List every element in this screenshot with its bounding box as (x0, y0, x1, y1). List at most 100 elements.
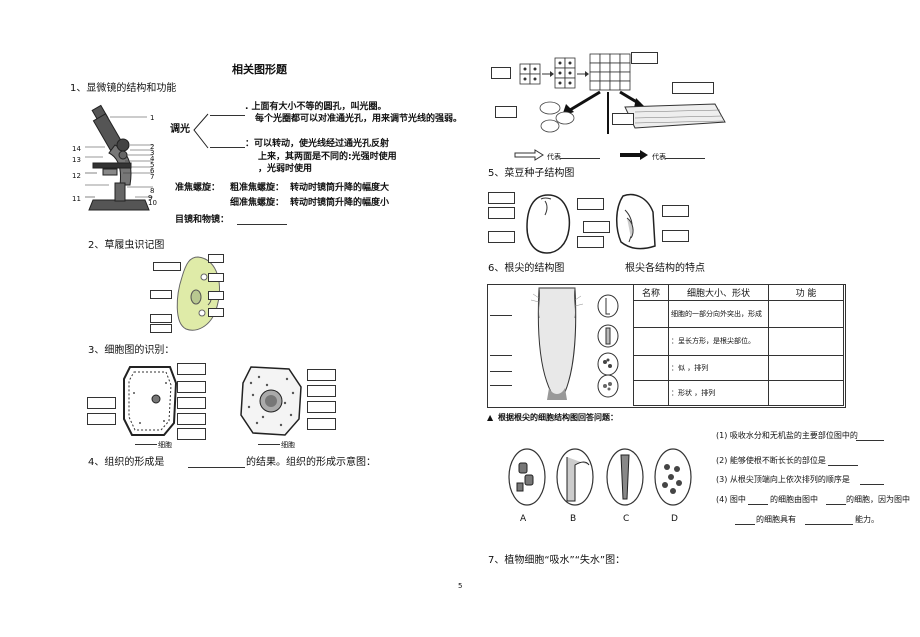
blank-q4-2[interactable] (826, 504, 846, 505)
question-4c: 的细胞，因为图中 (846, 495, 910, 504)
microscope-num-7: 7 (150, 173, 155, 181)
label-box[interactable] (631, 52, 658, 64)
label-box[interactable] (177, 381, 206, 393)
label-box[interactable] (208, 291, 224, 300)
microscope-num-14: 14 (72, 145, 81, 153)
label-box[interactable] (177, 428, 206, 440)
blank-2[interactable] (210, 147, 245, 148)
label-box[interactable] (208, 273, 224, 282)
label-box[interactable] (583, 221, 610, 233)
table-cell[interactable] (768, 300, 844, 329)
cu-label: 粗准焦螺旋： (230, 183, 285, 193)
legend-arrow-hollow (514, 149, 544, 161)
label-box[interactable] (87, 413, 116, 425)
cell-letter-d: D (671, 514, 678, 524)
section7-heading: 7、植物细胞“吸水”“失水”图： (488, 555, 626, 566)
label-box[interactable] (177, 413, 206, 425)
label-box[interactable] (307, 369, 336, 381)
label-box[interactable] (150, 314, 172, 323)
blank-legend-2[interactable] (665, 158, 705, 159)
question-4a: (4) 图中 (716, 495, 746, 504)
cell-letter-a: A (520, 514, 527, 524)
label-box[interactable] (662, 205, 689, 217)
question-3: (3) 从根尖顶端向上依次排列的顺序是 (716, 475, 850, 484)
s1-line2: 每个光圈都可以对准通光孔，用来调节光线的强弱。 (255, 114, 463, 124)
legend-arrow-solid (620, 150, 648, 160)
blank-root-2[interactable] (490, 355, 512, 356)
label-box[interactable] (153, 262, 181, 271)
s1-line3: ：可以转动，使光线经过通光孔反射 (245, 139, 390, 149)
label-box[interactable] (672, 82, 714, 94)
cu-text: 转动时镜筒升降的幅度大 (290, 183, 390, 193)
blank-q4-4[interactable] (805, 524, 853, 525)
blank-lens[interactable] (237, 224, 287, 225)
blank-q4-1[interactable] (748, 504, 768, 505)
label-box[interactable] (87, 397, 116, 409)
blank-tissue[interactable] (188, 467, 245, 468)
table-cell: ：形状 ，排列 (668, 379, 769, 407)
table-cell[interactable] (633, 327, 669, 356)
col-header-name: 名称 (633, 283, 669, 302)
table-cell[interactable] (768, 354, 844, 381)
blank-q3[interactable] (860, 484, 884, 485)
microscope-num-11: 11 (72, 195, 81, 203)
cell-caption-2: 细胞 (281, 441, 295, 449)
microscope-num-5: 5 (150, 161, 155, 169)
section3-heading: 3、细胞图的识别： (88, 345, 175, 356)
blank-root-3[interactable] (490, 371, 512, 372)
table-cell[interactable] (633, 300, 669, 329)
tiaoguang-label: 调光 (170, 124, 190, 135)
label-box[interactable] (307, 418, 336, 430)
table-cell[interactable] (768, 327, 844, 356)
label-box[interactable] (495, 106, 517, 118)
microscope-num-12: 12 (72, 172, 81, 180)
blank-root-4[interactable] (490, 385, 512, 386)
section6-subheading: 根尖各结构的特点 (625, 263, 705, 274)
label-box[interactable] (177, 397, 206, 409)
label-box[interactable] (208, 254, 224, 263)
label-box[interactable] (177, 363, 206, 375)
label-box[interactable] (488, 231, 515, 243)
question-4b: 的细胞由图中 (770, 495, 818, 504)
blank-q4-3[interactable] (735, 524, 755, 525)
label-box[interactable] (488, 207, 515, 219)
label-box[interactable] (307, 385, 336, 397)
label-box[interactable] (491, 67, 511, 79)
microscope-diagram (85, 104, 153, 211)
blank-cell-2[interactable] (258, 444, 280, 445)
blank-legend-1[interactable] (560, 158, 600, 159)
label-box[interactable] (662, 230, 689, 242)
table-cell: ：似 ，排列 (668, 354, 769, 381)
animal-cell-diagram (240, 366, 302, 436)
blank-q2[interactable] (828, 465, 858, 466)
label-box[interactable] (150, 290, 172, 299)
lens-label: 目镜和物镜： (175, 215, 230, 225)
question-4d: 的细胞具有 (756, 515, 796, 524)
label-box[interactable] (208, 308, 224, 317)
table-cell: ：呈长方形，是根尖部位。 (668, 327, 769, 356)
label-box[interactable] (577, 236, 604, 248)
label-box[interactable] (488, 192, 515, 204)
label-box[interactable] (307, 401, 336, 413)
label-box[interactable] (612, 113, 634, 125)
q-intro: 根据根尖的细胞结构图回答问题： (498, 413, 618, 422)
table-cell[interactable] (633, 354, 669, 381)
blank-q1[interactable] (856, 440, 884, 441)
zhun-label: 准焦螺旋： (175, 183, 221, 193)
label-box[interactable] (577, 198, 604, 210)
microscope-num-13: 13 (72, 156, 81, 164)
blank-1[interactable] (210, 115, 245, 116)
label-box[interactable] (150, 324, 172, 333)
blank-cell-1[interactable] (135, 444, 157, 445)
table-cell[interactable] (633, 379, 669, 407)
page-number: 5 (458, 582, 463, 590)
xi-text: 转动时镜筒升降的幅度小 (290, 198, 390, 208)
table-cell[interactable] (768, 379, 844, 407)
microscope-num-9: 9 (148, 194, 153, 202)
cell-letter-c: C (623, 514, 630, 524)
section2-heading: 2、草履虫识记图 (88, 240, 165, 251)
legend-text-2: 代表 (652, 153, 666, 161)
microscope-num-4: 4 (150, 155, 155, 163)
section4-suffix: 的结果。组织的形成示意图： (246, 457, 376, 468)
blank-root-1[interactable] (490, 315, 512, 316)
